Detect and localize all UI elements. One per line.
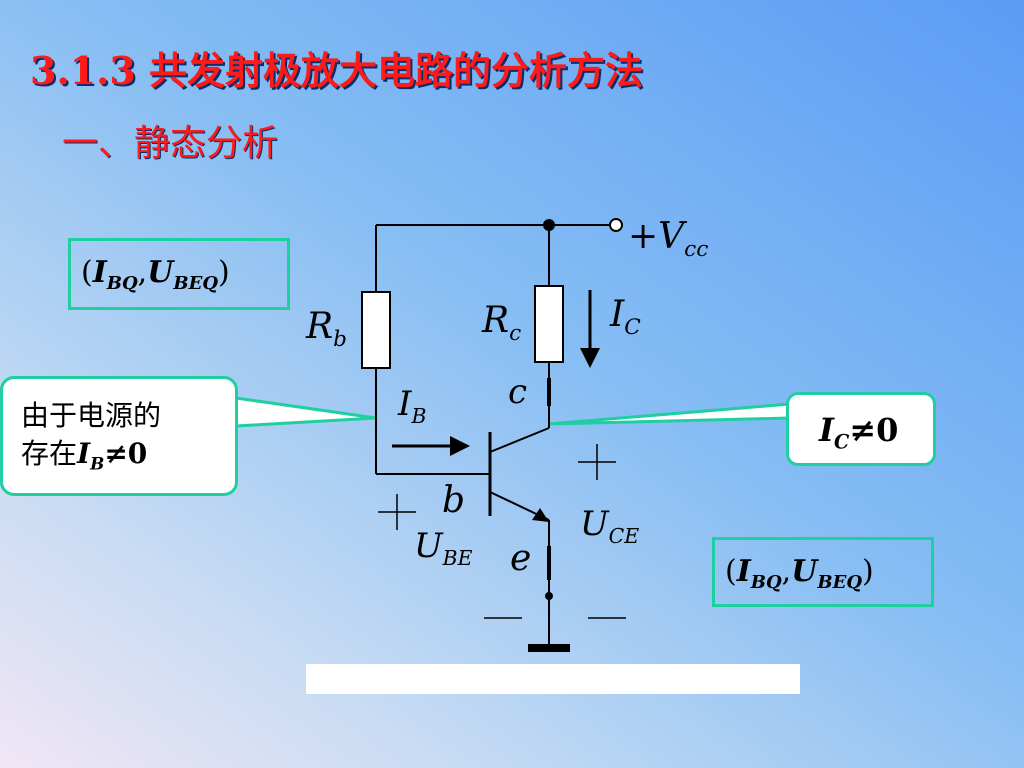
vcc-sign: + [628,216,659,257]
vcc-terminal [609,218,623,232]
ic-subscript: C [833,430,850,454]
ib-arrow-head [450,436,470,456]
ube-subscript: BE [442,545,473,570]
rc-symbol: R [482,300,510,341]
callout-line-2: 存在IB≠0 [21,435,235,483]
ibq-symbol: I [92,255,107,290]
emitter-arrow [532,508,549,522]
ib-label: IB [398,384,426,428]
rc-subscript: c [509,321,522,347]
ic-symbol: I [610,294,625,335]
ibq-subscript: BQ [750,572,782,593]
ubeq-subscript: BEQ [817,572,863,593]
white-bar [306,664,800,694]
ic-arrow-head [580,348,600,368]
ube-label: UBE [414,526,473,570]
not-equal-zero: ≠0 [849,411,899,449]
ground-symbol [528,644,570,652]
node-emitter [545,592,553,600]
callout-left-pointer [234,396,377,428]
rb-symbol: R [306,306,334,347]
comma: , [137,255,148,290]
resistor-rc [534,285,564,363]
ubeq-subscript: BEQ [173,273,219,294]
base-label: b [442,480,466,521]
paren-close: ) [862,554,874,589]
quiescent-point-box-right: (IBQ,UBEQ) [712,537,934,607]
paren-close: ) [218,255,230,290]
collector-label: c [508,372,528,412]
quiescent-point-box-left: (IBQ,UBEQ) [68,238,290,310]
vcc-subscript: cc [684,237,709,263]
rb-subscript: b [333,327,347,353]
ib-symbol: I [398,384,412,424]
vcc-symbol: V [658,216,685,257]
transistor-collector [489,427,550,453]
ic-label: IC [610,294,641,340]
uce-subscript: CE [608,523,640,548]
ic-symbol: I [819,411,834,449]
paren-open: ( [81,255,93,290]
callout-ib-nonzero: 由于电源的 存在IB≠0 [0,376,238,496]
callout-right-pointer [547,402,792,426]
rc-label: Rc [482,300,521,346]
section-subtitle: 一、静态分析 [62,123,279,164]
rb-label: Rb [306,306,347,352]
comma: , [781,554,792,589]
vcc-label: +Vcc [628,216,708,262]
ube-symbol: U [414,526,443,566]
slide-title: 3.1.3 共发射极放大电路的分析方法 [30,48,644,93]
callout-line-1: 由于电源的 [21,399,162,432]
ibq-subscript: BQ [106,273,138,294]
not-equal-zero: ≠0 [104,437,148,470]
ib-subscript: B [90,453,105,474]
paren-open: ( [725,554,737,589]
callout-ic-nonzero: IC≠0 [786,392,936,466]
ic-subscript: C [624,315,641,341]
ib-subscript: B [411,403,427,428]
emitter-label: e [510,538,532,579]
ubeq-symbol: U [147,255,174,290]
ibq-symbol: I [736,554,751,589]
ubeq-symbol: U [791,554,818,589]
callout-prefix: 存在 [21,437,78,470]
resistor-rb [361,291,391,369]
uce-label: UCE [580,504,639,548]
uce-symbol: U [580,504,609,544]
ib-symbol: I [77,437,91,470]
